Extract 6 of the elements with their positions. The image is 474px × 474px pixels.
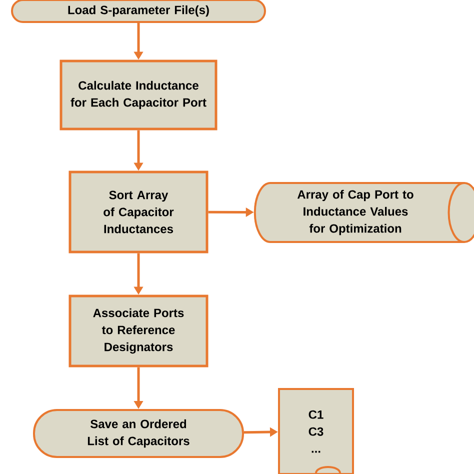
terminal-box: Save an Ordered List of Capacitors — [33, 409, 244, 458]
storage-cylinder: Array of Cap Port to Inductance Values for Optimization — [254, 182, 474, 243]
terminal-box: Load S-parameter File(s) — [11, 0, 266, 23]
process-box: Sort Array of Capacitor Inductances — [68, 170, 208, 254]
process-box: Associate Ports to Reference Designators — [68, 294, 208, 368]
process-box: Calculate Inductance for Each Capacitor Port — [60, 60, 218, 130]
